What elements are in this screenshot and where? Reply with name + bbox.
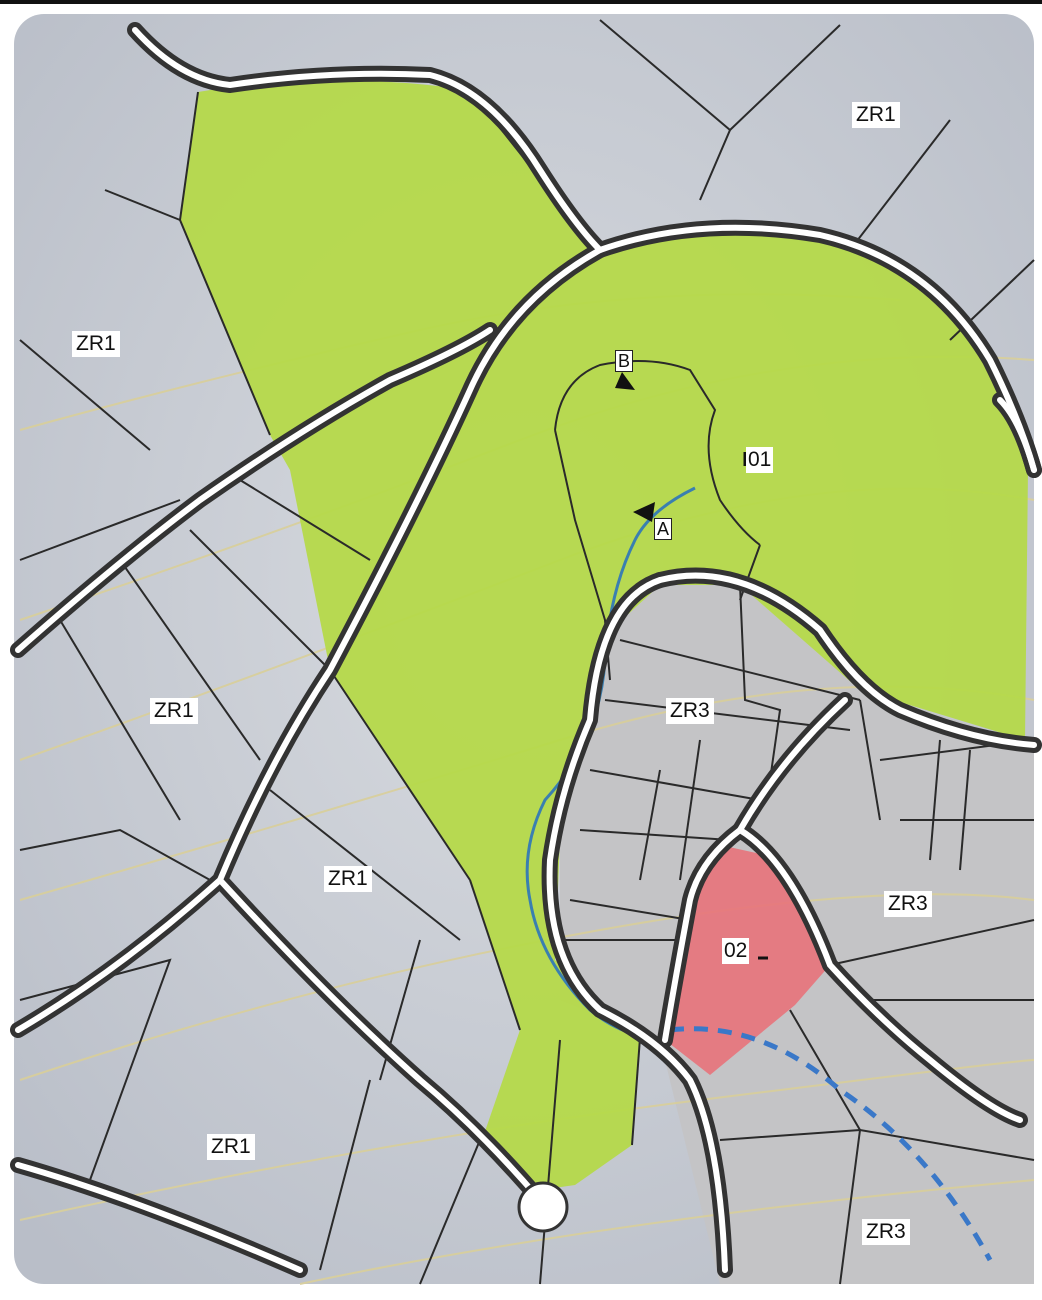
viewpoint-label-a: A — [654, 518, 673, 540]
zone-label-zr3-east: ZR3 — [884, 891, 932, 917]
zone-label-zr1-w: ZR1 — [72, 331, 120, 357]
parcel-label-01: 01 — [746, 447, 774, 473]
parcel-label-02: 02 — [722, 938, 750, 964]
road-network — [10, 22, 1042, 1278]
top-border — [0, 0, 1042, 4]
viewpoint-b-arrow-icon — [615, 372, 635, 390]
zone-label-zr1-sw: ZR1 — [207, 1134, 255, 1160]
zone-label-zr1-center: ZR1 — [324, 866, 372, 892]
dashed-route-line — [669, 1026, 993, 1262]
zone-label-zr3-center: ZR3 — [666, 698, 714, 724]
parcel-lines — [19, 19, 1035, 1285]
cul-de-sac — [517, 1181, 569, 1233]
viewpoint-a-arrow-icon — [633, 502, 655, 522]
zone-label-zr1-ne: ZR1 — [852, 102, 900, 128]
viewpoint-label-b: B — [615, 350, 634, 372]
zone-label-zr3-south: ZR3 — [862, 1219, 910, 1245]
zone-label-zr1-mid: ZR1 — [150, 698, 198, 724]
